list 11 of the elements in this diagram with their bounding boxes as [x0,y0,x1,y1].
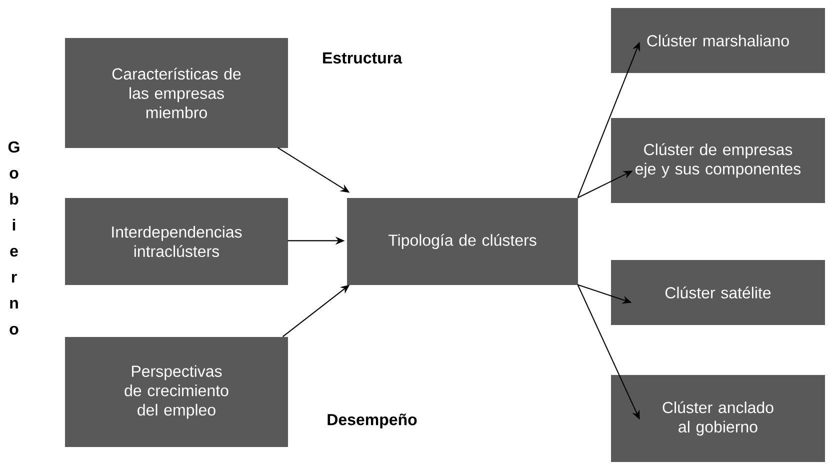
process-box: Clúster marshaliano [611,8,825,73]
process-box: Clúster satélite [611,260,825,325]
section-label: Desempeño [328,414,417,428]
section-label: Estructura [323,52,402,64]
process-box: Perspectivas de crecimiento del empleo [65,337,288,447]
process-box: Interdependencias intraclústers [65,198,288,285]
vertical-label: Gobierno [8,141,20,335]
process-box: Clúster anclado al gobierno [611,375,825,462]
process-box: Tipología de clústers [347,198,578,285]
process-box: Clúster de empresas eje y sus componentes [611,118,825,203]
process-box: Características de las empresas miembro [65,38,288,148]
